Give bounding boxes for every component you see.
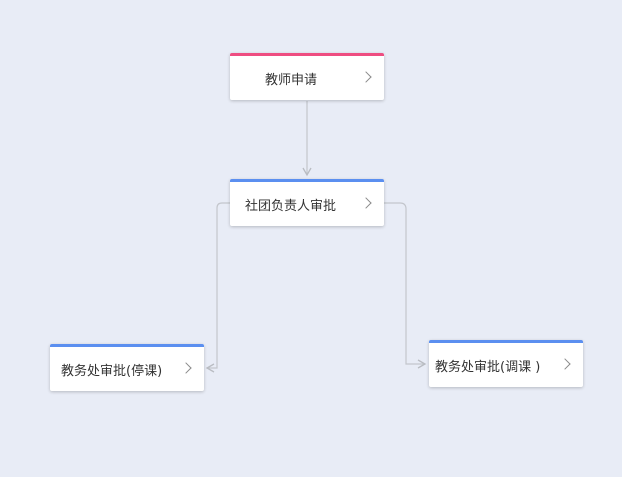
- chevron-right-icon[interactable]: [360, 71, 372, 83]
- node-academic-approve-suspend[interactable]: 教务处审批(停课): [50, 344, 204, 391]
- node-club-leader-approve[interactable]: 社团负责人审批: [230, 179, 384, 226]
- chevron-right-icon[interactable]: [559, 358, 571, 370]
- node-academic-approve-reschedule[interactable]: 教务处审批(调课 ): [429, 340, 583, 387]
- connector-club-leader-approve-to-academic-approve-reschedule: [384, 202, 427, 369]
- connector-club-leader-approve-to-academic-approve-suspend: [205, 202, 230, 373]
- node-label: 教务处审批(停课): [61, 363, 163, 379]
- chevron-right-icon[interactable]: [360, 197, 372, 209]
- node-label: 教师申请: [265, 72, 318, 88]
- node-teacher-apply[interactable]: 教师申请: [230, 53, 384, 100]
- node-label: 社团负责人审批: [245, 198, 337, 214]
- chevron-right-icon[interactable]: [180, 362, 192, 374]
- node-label: 教务处审批(调课 ): [435, 359, 541, 375]
